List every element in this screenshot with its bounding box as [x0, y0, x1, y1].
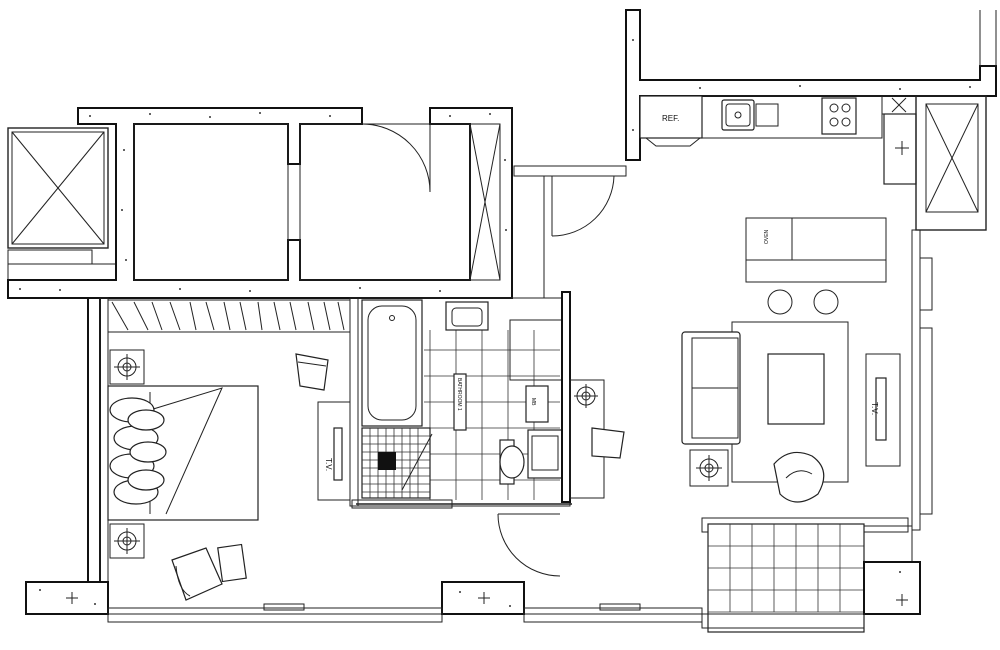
- balcony-bottom: [701, 517, 921, 633]
- kitchen-column: [883, 113, 917, 185]
- balcony-top-left: [7, 127, 121, 281]
- kitchen-island: OVEN: [745, 217, 887, 315]
- study-desk: [569, 379, 625, 499]
- vanity-sink: [445, 301, 489, 331]
- washer: [527, 429, 563, 479]
- fridge-label: REF.: [662, 114, 679, 123]
- bar-stool-left: [767, 289, 793, 315]
- armchair-bedroom: [171, 543, 247, 601]
- cooktop: [821, 97, 857, 135]
- bottom-wall: [25, 571, 901, 623]
- kitchen-counter: [701, 95, 917, 139]
- armchair-living: [773, 451, 825, 503]
- tv-unit-bedroom: T.V.: [317, 401, 351, 501]
- shower-floor: [361, 427, 433, 499]
- wardrobe: [108, 299, 350, 333]
- oven-label: OVEN: [764, 229, 770, 244]
- coffee-table: [767, 353, 825, 425]
- mini-bar: MB: [525, 385, 549, 423]
- double-bed: [107, 385, 259, 521]
- desk-chair-bedroom: [295, 353, 329, 391]
- tv-label-bedroom: T.V.: [324, 458, 333, 471]
- kitchen-wall: [625, 9, 997, 161]
- sofa: [681, 331, 741, 445]
- balcony-tiles: [708, 524, 864, 613]
- tv-unit-living: T.V.: [865, 353, 901, 467]
- bathroom: BATHROOM 1 MB: [351, 291, 572, 577]
- bathtub: [361, 299, 423, 427]
- entry-area: [513, 165, 627, 298]
- upper-wall-block: [7, 107, 513, 299]
- bar-stool-right: [813, 289, 839, 315]
- bedroom: T.V.: [87, 297, 359, 601]
- wall-texture: [19, 112, 507, 292]
- tv-label-living: T.V.: [870, 402, 879, 415]
- living-room: T.V.: [681, 229, 933, 531]
- sink: [721, 99, 755, 131]
- toilet: [499, 439, 525, 485]
- balcony-top-right: [915, 95, 987, 231]
- refrigerator: REF.: [639, 95, 703, 147]
- nightstand-bottom: [109, 523, 145, 559]
- nightstand-top: [109, 349, 145, 385]
- bathroom-note: BATHROOM 1: [456, 378, 462, 411]
- side-table: [689, 449, 729, 487]
- mini-bar-label: MB: [530, 398, 536, 406]
